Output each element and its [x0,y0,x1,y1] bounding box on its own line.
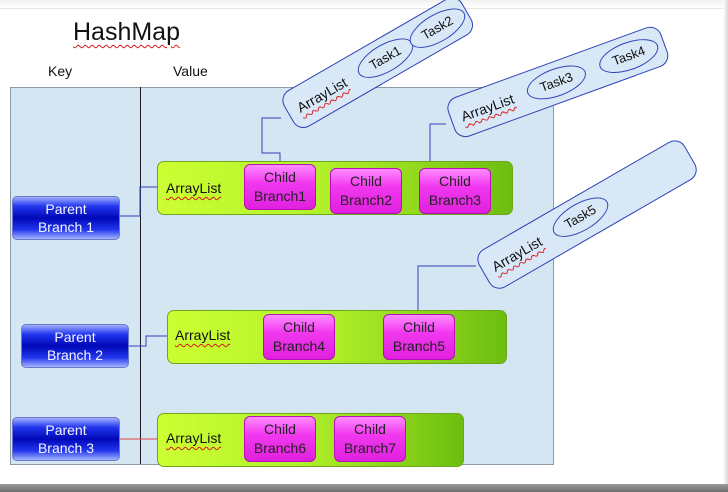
child-branch-4-label: Child Branch4 [272,319,326,354]
connector-parent1-arraylist1 [118,186,157,217]
window-bottom-edge [0,484,728,492]
connector-child3-tasklist2 [429,123,446,168]
value-column-header: Value [173,63,208,79]
child-branch-2-label: Child Branch2 [339,173,393,208]
child-branch-3-label: Child Branch3 [428,173,482,208]
parent-branch-2-label: Parent Branch 2 [46,329,104,363]
parent-branch-3: Parent Branch 3 [12,417,120,461]
connector-parent2-arraylist2 [127,335,167,347]
child-branch-7: Child Branch7 [334,416,406,462]
child-branch-1: Child Branch1 [244,164,316,210]
child-branch-6: Child Branch6 [244,416,316,462]
parent-branch-1: Parent Branch 1 [12,196,120,240]
child-branch-3: Child Branch3 [419,168,491,214]
child-branch-5-label: Child Branch5 [392,319,446,354]
window-top-edge [0,0,728,9]
connector-child1-tasklist1 [261,117,281,164]
arraylist-2-label: ArrayList [175,327,231,343]
child-branch-4: Child Branch4 [263,314,335,360]
arraylist-1-label: ArrayList [166,180,222,196]
key-column-header: Key [48,63,73,79]
task-list-2-label: ArrayList [458,90,517,125]
child-branch-1-label: Child Branch1 [253,169,307,204]
parent-branch-3-label: Parent Branch 3 [37,422,95,456]
child-branch-6-label: Child Branch6 [253,421,307,456]
parent-branch-2: Parent Branch 2 [21,324,129,368]
parent-branch-1-label: Parent Branch 1 [37,201,95,235]
connector-child5-tasklist3 [417,265,476,314]
task-list-3-label: ArrayList [489,233,545,275]
hashmap-panel [10,87,554,465]
child-branch-7-label: Child Branch7 [343,421,397,456]
key-value-divider [140,87,141,464]
arraylist-3-label: ArrayList [166,430,222,446]
child-branch-5: Child Branch5 [383,314,455,360]
child-branch-2: Child Branch2 [330,168,402,214]
window-right-edge [723,0,728,492]
diagram-title: HashMap [73,18,180,46]
